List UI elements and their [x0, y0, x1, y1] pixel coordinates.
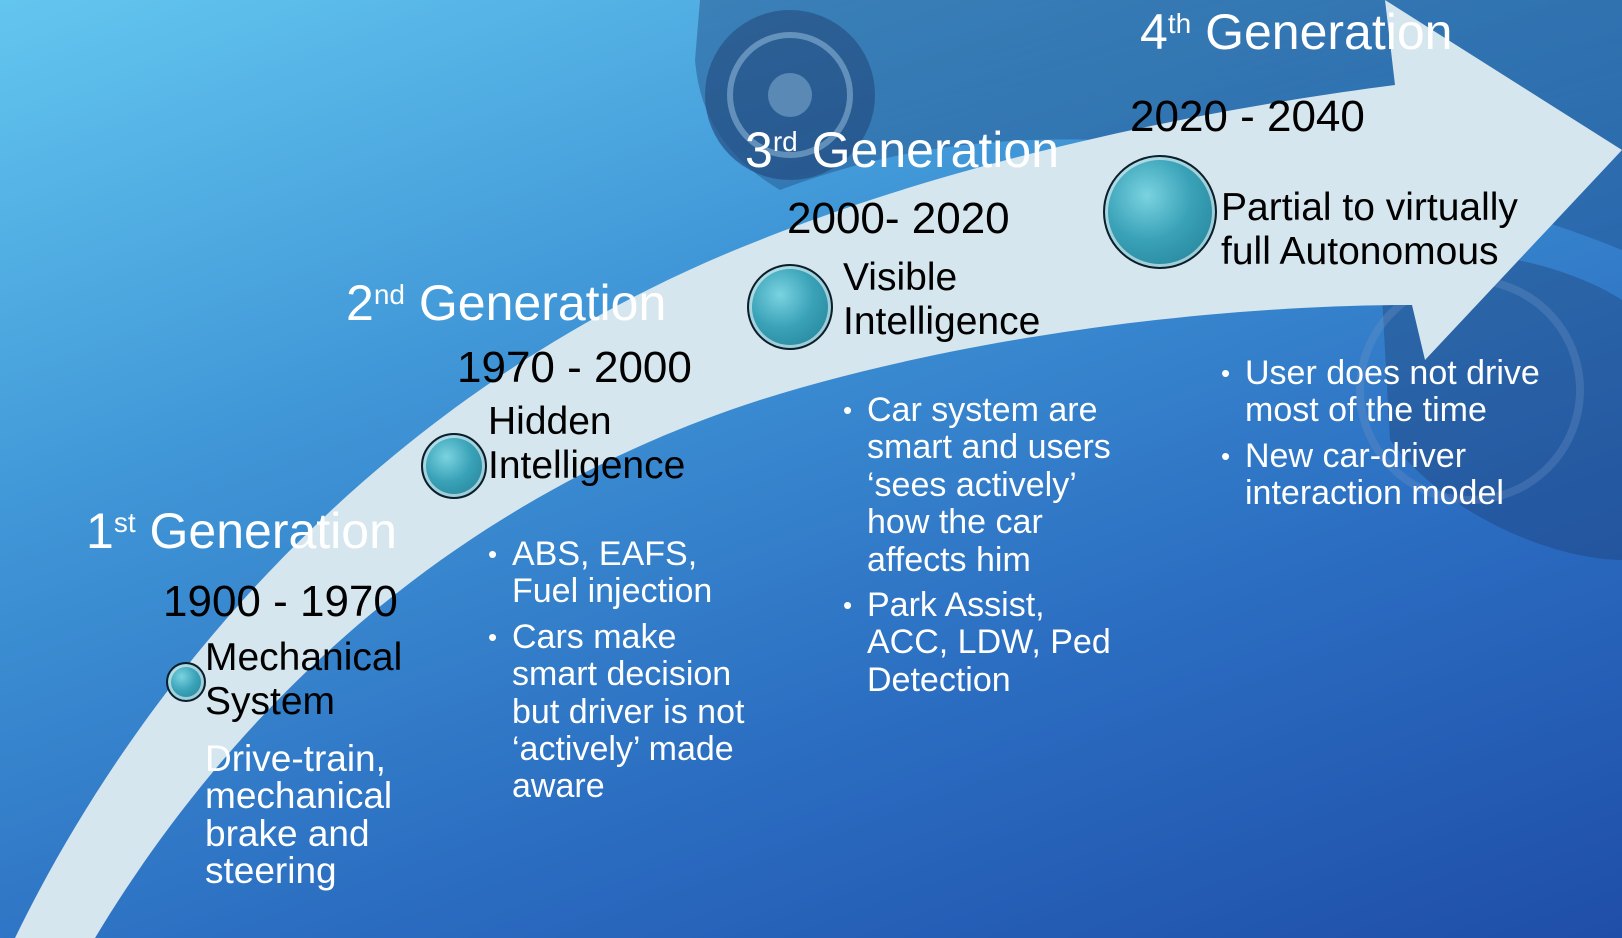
- gen2-node: [421, 433, 487, 499]
- gen1-years: 1900 - 1970: [163, 577, 398, 626]
- gen1-label: Mechanical System: [205, 636, 403, 723]
- gen2-years: 1970 - 2000: [457, 343, 692, 392]
- gen2-bullets: ABS, EAFS, Fuel injection Cars make smar…: [488, 535, 744, 814]
- list-item: User does not drive most of the time: [1221, 354, 1540, 430]
- gen4-label: Partial to virtually full Autonomous: [1221, 186, 1518, 273]
- list-item: Cars make smart decision but driver is n…: [488, 618, 744, 806]
- list-item: ABS, EAFS, Fuel injection: [488, 535, 744, 611]
- list-item: Park Assist, ACC, LDW, Ped Detection: [843, 586, 1111, 699]
- gen4-node: [1103, 155, 1217, 269]
- gen1-detail: Drive-train, mechanical brake and steeri…: [205, 738, 393, 892]
- gen2-label: Hidden Intelligence: [488, 400, 686, 487]
- gen3-bullets: Car system are smart and users ‘sees act…: [843, 391, 1111, 707]
- gen1-title: 1st Generation: [86, 503, 397, 559]
- gen3-label: Visible Intelligence: [843, 256, 1041, 343]
- gen3-title: 3rd Generation: [745, 122, 1060, 178]
- gen4-years: 2020 - 2040: [1130, 92, 1365, 141]
- gen4-bullets: User does not drive most of the time New…: [1221, 354, 1540, 521]
- gen2-title: 2nd Generation: [346, 275, 667, 331]
- timeline-arrow: [15, 0, 1622, 938]
- gen3-node: [747, 264, 833, 350]
- gen1-node: [166, 662, 206, 702]
- list-item: New car-driver interaction model: [1221, 437, 1540, 513]
- gen3-years: 2000- 2020: [787, 194, 1010, 243]
- gen4-title: 4th Generation: [1140, 4, 1453, 60]
- list-item: Car system are smart and users ‘sees act…: [843, 391, 1111, 579]
